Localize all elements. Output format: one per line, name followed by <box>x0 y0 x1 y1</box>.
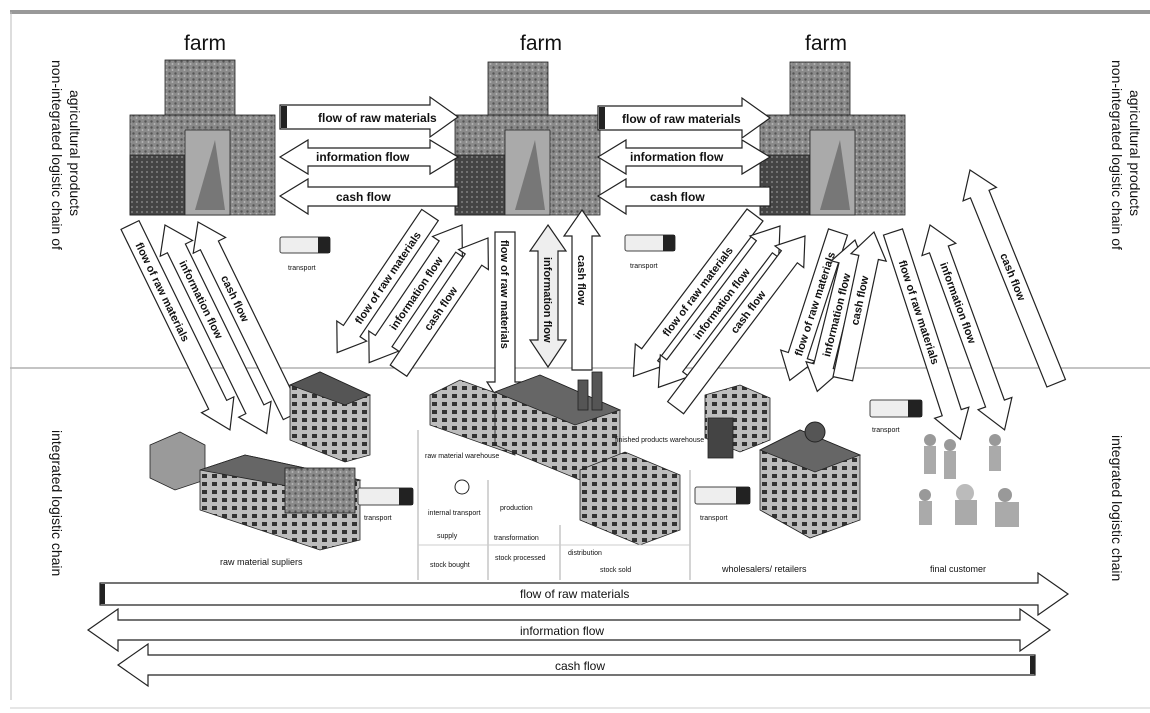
side-label-top-left: non-integrated logistic chain of agricul… <box>49 60 83 250</box>
diag-arrows-mid-left: flow of raw materials information flow c… <box>322 205 503 381</box>
farm-flow-label-info-2: information flow <box>630 150 724 164</box>
transport-icon-top-1: transport <box>280 237 330 272</box>
label-suppliers: raw material supliers <box>220 557 303 567</box>
side-label-bottom-right-text: integrated logistic chain <box>1109 435 1125 581</box>
wholesaler-buildings <box>705 385 860 538</box>
transport-label-top-2: transport <box>630 263 658 270</box>
label-final-customer: final customer <box>930 564 986 574</box>
farm-flow-label-cash-2: cash flow <box>650 190 705 204</box>
farm-flow-label-raw-1: flow of raw materials <box>318 111 437 125</box>
side-label-bottom-left: integrated logistic chain <box>49 430 65 576</box>
transport-label-top-1: transport <box>288 265 316 272</box>
vert-mid-label-raw: flow of raw materials <box>498 240 510 349</box>
side-label-top-left-line2: agricultural products <box>67 90 83 216</box>
label-production: production <box>500 505 533 512</box>
vert-mid-label-info: information flow <box>541 257 553 343</box>
label-supply: supply <box>437 533 458 540</box>
bottom-flow-cash: cash flow <box>118 644 1035 686</box>
bottom-flow-info: information flow <box>88 609 1050 651</box>
farm-flow-label-raw-2: flow of raw materials <box>622 112 741 126</box>
transport-label-wholesalers: transport <box>700 515 728 522</box>
bottom-flow-label-info: information flow <box>520 624 604 638</box>
farm-flows-left: flow of raw materials information flow c… <box>280 97 458 214</box>
label-distribution: distribution <box>568 550 602 557</box>
farm-image-1 <box>130 60 275 215</box>
transport-label-suppliers: transport <box>364 515 392 522</box>
label-stock-sold: stock sold <box>600 567 631 574</box>
bottom-flow-label-raw: flow of raw materials <box>520 587 629 601</box>
transport-icon-customer: transport <box>870 400 922 434</box>
farm-title-2: farm <box>520 32 562 55</box>
label-internal-transport: internal transport <box>428 510 481 517</box>
farm-image-3 <box>760 62 905 215</box>
side-label-top-right: non-integrated logistic chain of agricul… <box>1109 60 1143 250</box>
label-finished-products-warehouse: finished products warehouse <box>615 437 704 444</box>
customer-figures <box>919 434 1019 527</box>
bottom-flow-raw: flow of raw materials <box>100 573 1068 615</box>
label-stock-processed: stock processed <box>495 555 546 562</box>
farm-title-1: farm <box>184 32 226 55</box>
transport-icon-top-2: transport <box>625 235 675 270</box>
diag-arrows-left: flow of raw materials information flow c… <box>114 214 309 441</box>
side-label-bottom-right: integrated logistic chain <box>1109 435 1125 581</box>
label-raw-material-warehouse: raw material warehouse <box>425 453 499 460</box>
farm-flow-label-info-1: information flow <box>316 150 410 164</box>
transport-icon-wholesalers: transport <box>695 487 750 522</box>
label-transformation: transformation <box>494 535 539 542</box>
transport-icon-suppliers: transport <box>358 488 413 522</box>
side-label-top-right-line1: non-integrated logistic chain of <box>1109 60 1125 250</box>
bottom-flow-label-cash: cash flow <box>555 659 605 673</box>
farm-flows-right: flow of raw materials information flow c… <box>598 98 770 214</box>
side-label-top-left-line1: non-integrated logistic chain of <box>49 60 65 250</box>
transport-label-customer: transport <box>872 427 900 434</box>
label-wholesalers: wholesalers/ retailers <box>721 564 807 574</box>
farm-image-2 <box>455 62 600 215</box>
side-label-bottom-left-text: integrated logistic chain <box>49 430 65 576</box>
side-label-top-right-line2: agricultural products <box>1127 90 1143 216</box>
vert-mid-label-cash: cash flow <box>575 255 587 306</box>
farm-flow-label-cash-1: cash flow <box>336 190 391 204</box>
farm-title-3: farm <box>805 32 847 55</box>
label-stock-bought: stock bought <box>430 562 470 569</box>
